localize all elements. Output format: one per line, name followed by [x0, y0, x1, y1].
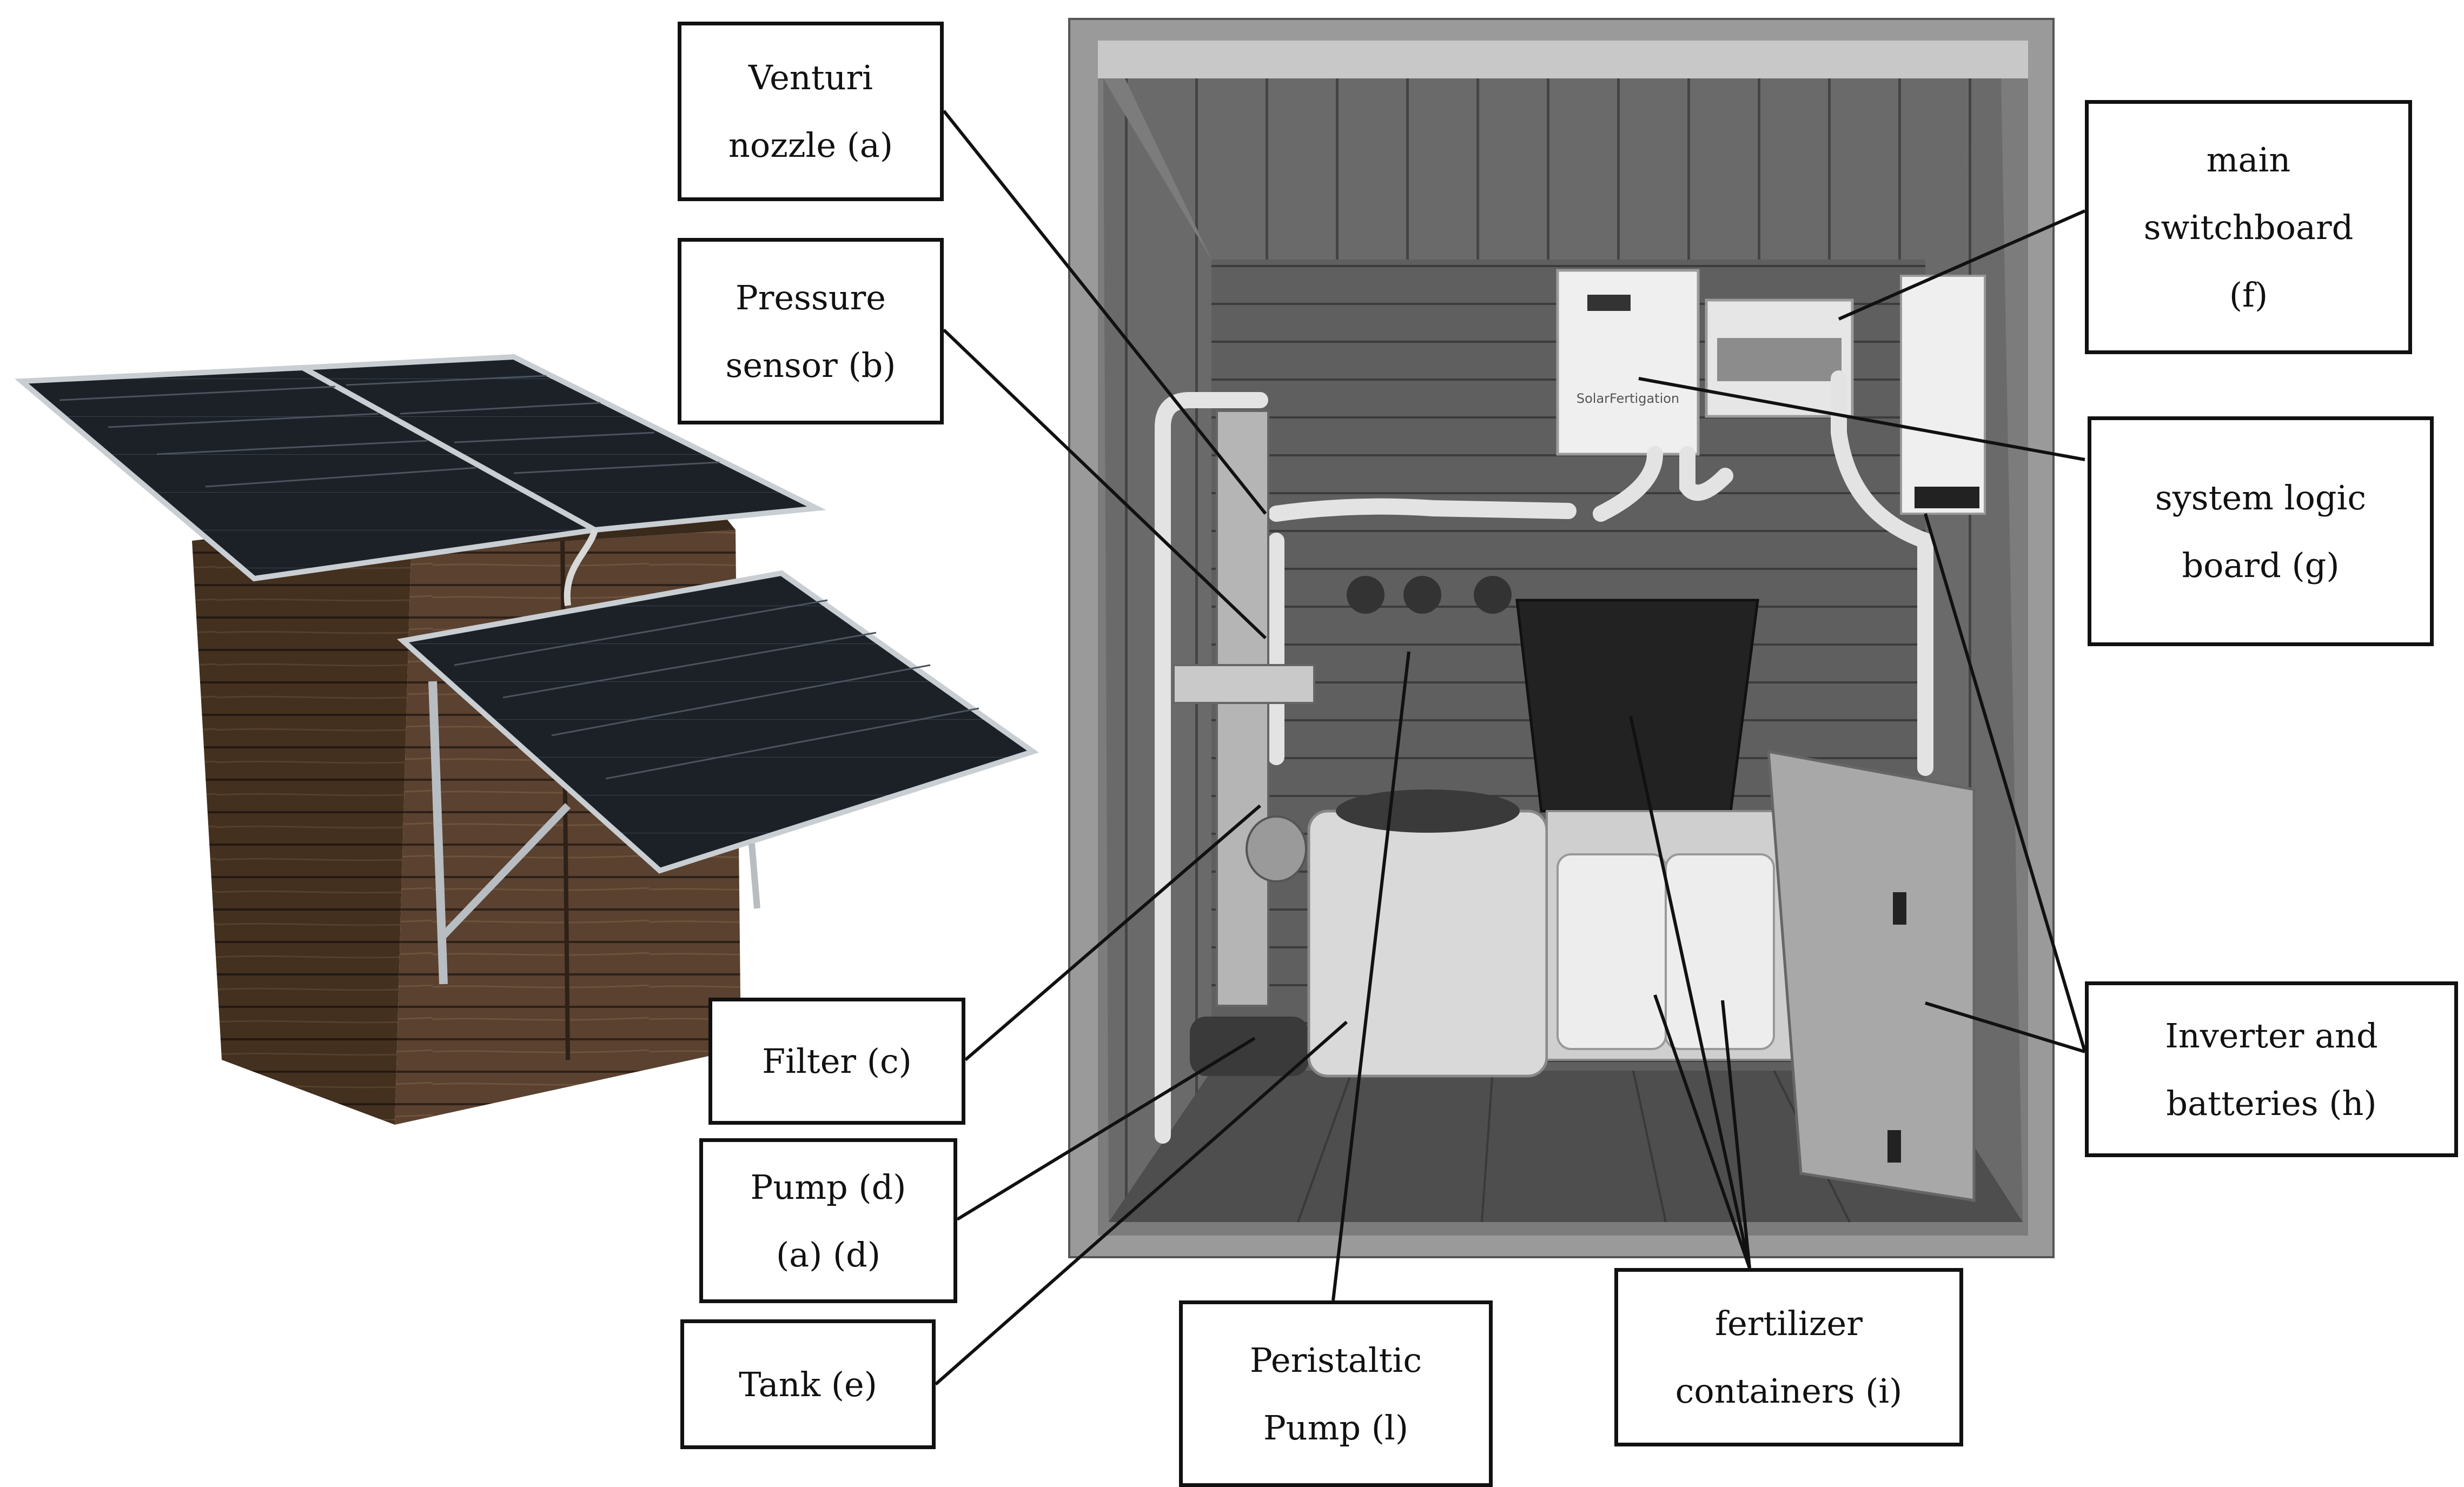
leader-line-e — [935, 1020, 1348, 1386]
shed-illustration — [15, 354, 1039, 1125]
label-line: Pump (l) — [1263, 1408, 1409, 1448]
label-peristaltic-pump: Peristaltic Pump (l) — [1179, 1300, 1493, 1487]
leader-line-i2 — [1653, 994, 1751, 1269]
interior-illustration: SolarFertigation — [1068, 18, 2055, 1258]
label-fertilizer-containers: fertilizer containers (i) — [1614, 1268, 1963, 1446]
label-pump: Pump (d) (a) (d) — [699, 1138, 957, 1303]
label-filter: Filter (c) — [708, 998, 965, 1125]
label-tank: Tank (e) — [680, 1319, 936, 1449]
leader-line-i1 — [1629, 716, 1751, 1269]
label-line: fertilizer — [1715, 1304, 1863, 1343]
leader-line-c — [964, 804, 1261, 1061]
label-line: Pump (d) — [750, 1167, 906, 1207]
label-line: sensor (b) — [725, 345, 896, 385]
label-line: Pressure — [736, 277, 886, 317]
leader-line-h1 — [1924, 513, 2087, 1052]
label-line: containers (i) — [1675, 1371, 1903, 1411]
fertilizer-container-1 — [1556, 853, 1667, 1050]
label-inverter-batteries: Inverter and batteries (h) — [2085, 981, 2458, 1157]
label-line: switchboard — [2143, 207, 2354, 247]
leader-line-l — [1332, 651, 1410, 1301]
leader-line-g — [1638, 377, 2085, 461]
water-tank — [1307, 809, 1548, 1078]
label-line: Inverter and — [2165, 1015, 2378, 1055]
label-system-logic-board: system logic board (g) — [2088, 416, 2434, 646]
device-logo: SolarFertigation — [1577, 391, 1679, 406]
inverter-unit — [1900, 275, 1986, 515]
label-line: system logic — [2155, 477, 2367, 517]
roof-solar-panel-right — [293, 354, 826, 533]
leader-lines — [935, 110, 2087, 1386]
label-line: main — [2206, 140, 2291, 180]
label-venturi-nozzle: Venturi nozzle (a) — [678, 22, 944, 201]
label-line: Filter (c) — [762, 1041, 912, 1081]
battery-cabinet — [1767, 749, 1976, 1202]
label-line: (f) — [2229, 275, 2268, 315]
label-line: (a) (d) — [776, 1234, 881, 1274]
leader-line-d — [956, 1037, 1256, 1221]
label-pressure-sensor: Pressure sensor (b) — [678, 238, 944, 424]
dosing-tank — [1515, 599, 1759, 813]
label-line: board (g) — [2182, 545, 2340, 585]
label-line: Peristaltic — [1249, 1340, 1422, 1380]
label-line: nozzle (a) — [728, 125, 893, 165]
leader-line-b — [942, 328, 1267, 640]
label-line: Venturi — [748, 58, 873, 97]
label-line: batteries (h) — [2166, 1083, 2377, 1123]
leader-line-f — [1838, 209, 2086, 321]
label-main-switchboard: main switchboard (f) — [2085, 100, 2412, 354]
label-line: Tank (e) — [739, 1364, 877, 1404]
leader-line-i3 — [1721, 1000, 1751, 1269]
leader-line-a — [942, 110, 1267, 515]
side-solar-panel — [397, 570, 1039, 874]
shed-front-wall — [192, 541, 411, 1125]
leader-line-h2 — [1925, 1001, 2085, 1053]
